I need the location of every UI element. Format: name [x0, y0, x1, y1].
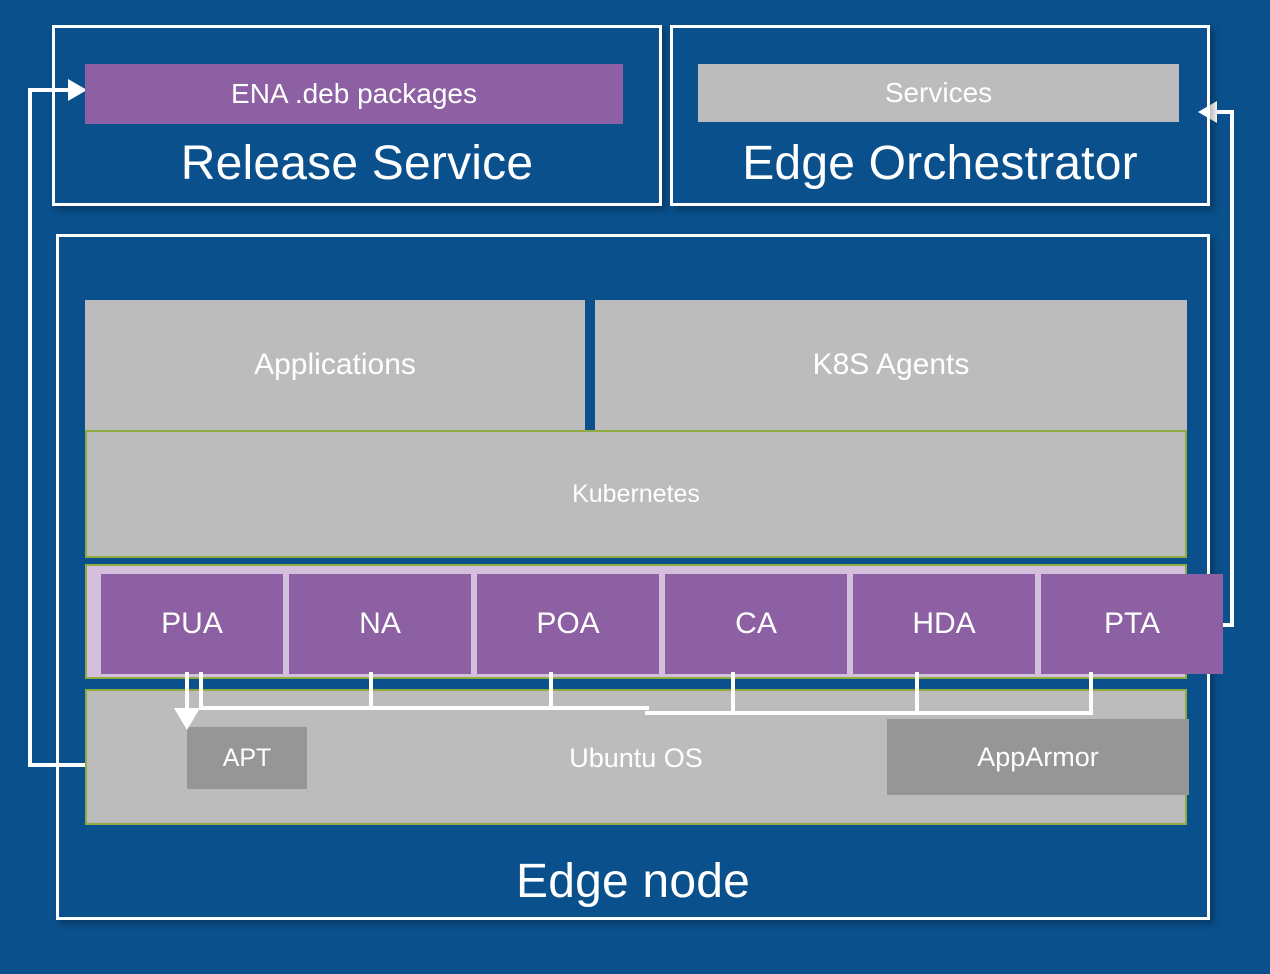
agent-ca[interactable]: CA	[665, 574, 847, 674]
services-label: Services	[884, 77, 993, 108]
connector-pua-to-apt-arrowhead-icon	[174, 708, 200, 730]
edge-orchestrator-box[interactable]: Services Edge Orchestrator	[670, 25, 1210, 206]
agent-pua-label: PUA	[161, 607, 223, 640]
apparmor-block[interactable]: AppArmor	[887, 719, 1189, 795]
connector-apt-to-release-arrowhead-icon	[68, 79, 87, 101]
agent-hda-label: HDA	[912, 607, 976, 640]
connector-bus-stub-pta-end	[1089, 672, 1093, 715]
connector-bus-stub-na	[199, 672, 203, 710]
applications-label: Applications	[254, 348, 416, 381]
connector-bus-stub-ca	[549, 672, 553, 710]
connector-bus-stub-pta	[915, 672, 919, 715]
agent-hda[interactable]: HDA	[853, 574, 1035, 674]
k8s-agents-block[interactable]: K8S Agents	[595, 300, 1187, 430]
connector-apt-to-release-horizontal-top	[28, 88, 73, 92]
kubernetes-block[interactable]: Kubernetes	[85, 430, 1187, 558]
agent-ca-label: CA	[735, 607, 777, 640]
ubuntu-os-label-wrap: Ubuntu OS	[87, 731, 1185, 785]
release-service-title: Release Service	[180, 137, 534, 190]
connector-pua-to-apt-vertical	[185, 672, 189, 714]
edge-orchestrator-title: Edge Orchestrator	[742, 137, 1138, 190]
apt-block[interactable]: APT	[187, 727, 307, 789]
connector-pta-to-orchestrator-horizontal-top	[1215, 110, 1234, 114]
connector-bus-right-horizontal	[645, 711, 1093, 715]
apparmor-label: AppArmor	[977, 741, 1099, 772]
apt-label: APT	[222, 743, 272, 772]
agent-na[interactable]: NA	[289, 574, 471, 674]
k8s-agents-label: K8S Agents	[812, 348, 970, 381]
agent-na-label: NA	[359, 607, 401, 640]
agents-strip: PUA NA POA CA HDA PTA	[85, 564, 1223, 679]
connector-bus-stub-poa	[369, 672, 373, 710]
applications-block[interactable]: Applications	[85, 300, 585, 430]
connector-bus-stub-hda	[731, 672, 735, 715]
agent-poa-label: POA	[536, 607, 600, 640]
agent-pta-label: PTA	[1103, 607, 1161, 640]
ena-deb-packages-block[interactable]: ENA .deb packages	[85, 64, 623, 124]
services-block[interactable]: Services	[698, 64, 1179, 122]
edge-node-box[interactable]: Applications K8S Agents Kubernetes PUA N…	[56, 234, 1223, 920]
agent-pta[interactable]: PTA	[1041, 574, 1223, 674]
release-service-box[interactable]: ENA .deb packages Release Service	[52, 25, 662, 206]
agent-pua[interactable]: PUA	[101, 574, 283, 674]
kubernetes-label: Kubernetes	[572, 479, 700, 508]
ena-deb-packages-label: ENA .deb packages	[231, 78, 477, 109]
agent-poa[interactable]: POA	[477, 574, 659, 674]
connector-apt-to-release-horizontal-bottom	[28, 763, 130, 767]
connector-pta-to-orchestrator-vertical	[1230, 110, 1234, 627]
ubuntu-os-label: Ubuntu OS	[569, 742, 703, 773]
connector-bus-left-horizontal	[199, 706, 649, 710]
edge-node-title: Edge node	[515, 855, 751, 908]
connector-apt-to-release-vertical	[28, 88, 32, 767]
